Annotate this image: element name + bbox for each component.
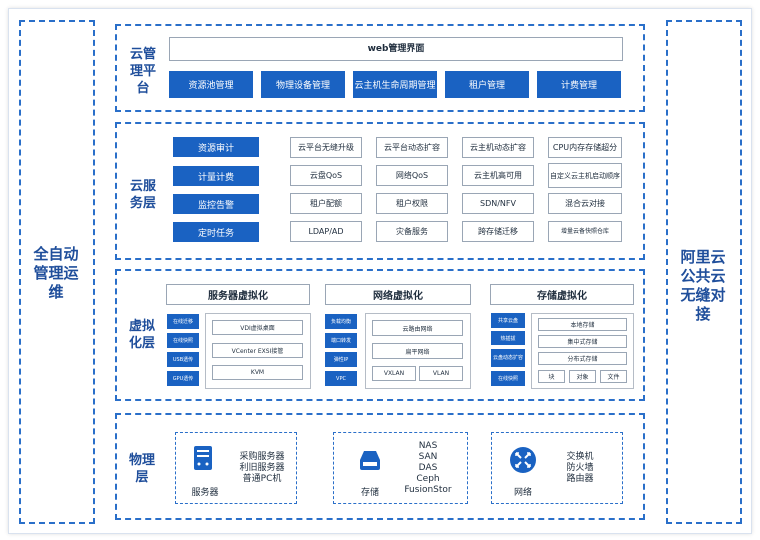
physical-storage-line: FusionStor <box>404 485 452 495</box>
right-cloud-label: 阿里云公共云无缝对接 <box>680 248 726 323</box>
tenant-mgmt-button[interactable]: 租户管理 <box>445 71 529 98</box>
physical-storage-line: NAS <box>418 441 438 451</box>
storage-virt-item: 集中式存储 <box>538 335 627 348</box>
storage-icon <box>357 448 383 476</box>
network-router-icon <box>509 446 537 478</box>
physical-storage-line: DAS <box>418 463 438 473</box>
storage-virt-tag: 热插拔 <box>491 331 525 345</box>
network-virt-title: 网络虚拟化 <box>325 284 471 305</box>
storage-virt-tag: 在线快照 <box>491 371 525 386</box>
physical-device-button[interactable]: 物理设备管理 <box>261 71 345 98</box>
left-ops-panel <box>19 20 95 524</box>
server-virt-item: VDI虚拟桌面 <box>212 320 303 335</box>
feature-box: 云主机动态扩容 <box>462 137 534 158</box>
web-ui-bar[interactable]: web管理界面 <box>169 37 623 61</box>
physical-label: 物理层 <box>128 453 155 485</box>
feature-box: 自定义云主机启动顺序 <box>548 163 622 188</box>
right-cloud-panel <box>666 20 742 524</box>
storage-virt-item: 文件 <box>600 370 627 383</box>
network-virt-item: 云路由网络 <box>372 320 463 336</box>
physical-network-line: 防火墙 <box>566 463 594 473</box>
server-icon <box>193 445 213 475</box>
server-virt-title: 服务器虚拟化 <box>166 284 310 305</box>
physical-storage-line: Ceph <box>416 474 440 484</box>
feature-box: 网络QoS <box>376 165 448 186</box>
feature-box: 云平台动态扩容 <box>376 137 448 158</box>
storage-virt-item: 本地存储 <box>538 318 627 331</box>
storage-virt-tag: 共享云盘 <box>491 313 525 328</box>
network-virt-tag: 端口转发 <box>325 333 357 348</box>
physical-storage-name: 存储 <box>360 488 379 498</box>
network-virt-item: VXLAN <box>372 366 416 381</box>
resource-pool-button[interactable]: 资源池管理 <box>169 71 253 98</box>
feature-box: CPU内存存储超分 <box>548 137 622 158</box>
storage-virt-item: 对象 <box>569 370 596 383</box>
feature-box: 云盘QoS <box>290 165 362 186</box>
physical-server-group <box>175 432 297 504</box>
server-virt-tag: GPU透传 <box>167 371 199 386</box>
feature-box: 租户权限 <box>376 193 448 214</box>
feature-box: 云主机高可用 <box>462 165 534 186</box>
physical-storage-group <box>333 432 468 504</box>
virtualization-label: 虚拟化层 <box>128 319 155 351</box>
cloud-service-label: 云服务层 <box>129 179 156 211</box>
left-ops-label: 全自动管理运维 <box>33 245 79 301</box>
cloud-mgmt-label: 云管理平台 <box>129 47 156 96</box>
physical-storage-line: SAN <box>418 452 438 462</box>
resource-audit-button[interactable]: 资源审计 <box>173 137 259 157</box>
server-virt-tag: USB透传 <box>167 352 199 367</box>
server-virt-item: KVM <box>212 365 303 380</box>
feature-box: 灾备服务 <box>376 221 448 242</box>
physical-server-line: 普通PC机 <box>242 474 282 484</box>
server-virt-item: VCenter EXSI接管 <box>212 343 303 358</box>
physical-server-line: 利旧服务器 <box>239 463 285 473</box>
physical-network-line: 路由器 <box>566 474 594 484</box>
metering-billing-button[interactable]: 计量计费 <box>173 166 259 186</box>
cloud-mgmt-layer <box>115 24 645 112</box>
vm-lifecycle-button[interactable]: 云主机生命周期管理 <box>353 71 437 98</box>
feature-box: SDN/NFV <box>462 193 534 214</box>
server-virt-tag: 在线迁移 <box>167 314 199 329</box>
scheduled-task-button[interactable]: 定时任务 <box>173 222 259 242</box>
physical-network-line: 交换机 <box>566 452 594 462</box>
network-virt-tag: 负载均衡 <box>325 314 357 329</box>
cloud-service-layer <box>115 122 645 260</box>
physical-network-name: 网络 <box>513 488 532 498</box>
physical-server-line: 采购服务器 <box>239 452 285 462</box>
feature-box: 跨存储迁移 <box>462 221 534 242</box>
storage-virt-item: 分布式存储 <box>538 352 627 365</box>
feature-box: LDAP/AD <box>290 221 362 242</box>
feature-box: 增量云备快照仓库 <box>548 221 622 242</box>
physical-layer <box>115 413 645 520</box>
network-virt-tag: 弹性IP <box>325 352 357 367</box>
storage-virt-tag: 云盘动态扩容 <box>491 349 525 367</box>
billing-mgmt-button[interactable]: 计费管理 <box>537 71 621 98</box>
feature-box: 租户配额 <box>290 193 362 214</box>
network-virt-item: VLAN <box>419 366 463 381</box>
feature-box: 混合云对接 <box>548 193 622 214</box>
physical-network-group <box>491 432 623 504</box>
server-virt-tag: 在线快照 <box>167 333 199 348</box>
monitor-alert-button[interactable]: 监控告警 <box>173 194 259 214</box>
network-virt-tag: VPC <box>325 371 357 386</box>
physical-server-name: 服务器 <box>191 488 219 498</box>
feature-box: 云平台无缝升级 <box>290 137 362 158</box>
storage-virt-item: 块 <box>538 370 565 383</box>
storage-virt-title: 存储虚拟化 <box>490 284 634 305</box>
network-virt-item: 扁平网络 <box>372 343 463 359</box>
virtualization-layer <box>115 269 645 401</box>
